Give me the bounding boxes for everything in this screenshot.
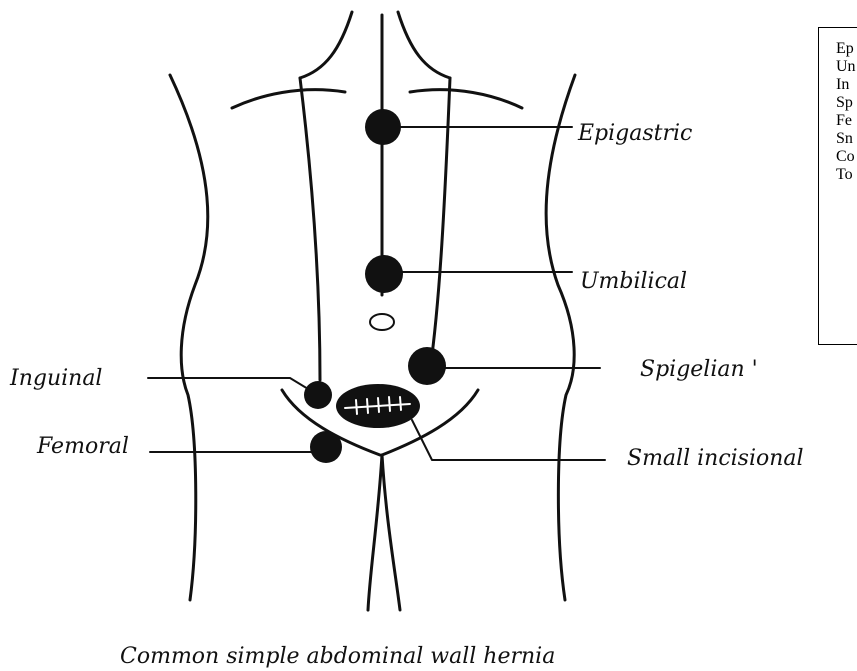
- neck-left-outline: [300, 12, 352, 78]
- left-rectus-line: [300, 78, 320, 380]
- left-torso-outline: [170, 75, 208, 600]
- label-epigastric: Epigastric: [577, 121, 692, 146]
- figure-caption: Common simple abdominal wall hernia: [120, 644, 555, 669]
- legend-item: In: [836, 76, 857, 94]
- inguinal-leader-line: [148, 378, 318, 395]
- left-inner-leg: [368, 455, 382, 610]
- inguinal-hernia-dot: [304, 381, 332, 409]
- legend-item: Ep: [836, 40, 857, 58]
- femoral-hernia-dot: [310, 431, 342, 463]
- legend-item: Un: [836, 58, 857, 76]
- spigelian-hernia-dot: [408, 347, 446, 385]
- label-umbilical: Umbilical: [580, 269, 687, 294]
- legend-item: Co: [836, 148, 857, 166]
- neck-right-outline: [398, 12, 450, 78]
- right-clavicle: [410, 90, 522, 108]
- label-femoral: Femoral: [36, 434, 129, 459]
- legend-item: Fe: [836, 112, 857, 130]
- umbilical-hernia-dot: [365, 255, 403, 293]
- right-inner-leg: [382, 455, 400, 610]
- epigastric-hernia-dot: [365, 109, 401, 145]
- umbilicus-loop: [370, 314, 394, 330]
- legend-item: To: [836, 166, 857, 184]
- legend-item: Sp: [836, 94, 857, 112]
- label-inguinal: Inguinal: [9, 366, 102, 391]
- right-rectus-line: [430, 78, 450, 370]
- label-spigelian: Spigelian ': [640, 357, 758, 382]
- legend-item: Sn: [836, 130, 857, 148]
- left-clavicle: [232, 90, 345, 108]
- label-small-incisional: Small incisional: [627, 446, 804, 471]
- right-torso-outline: [546, 75, 575, 600]
